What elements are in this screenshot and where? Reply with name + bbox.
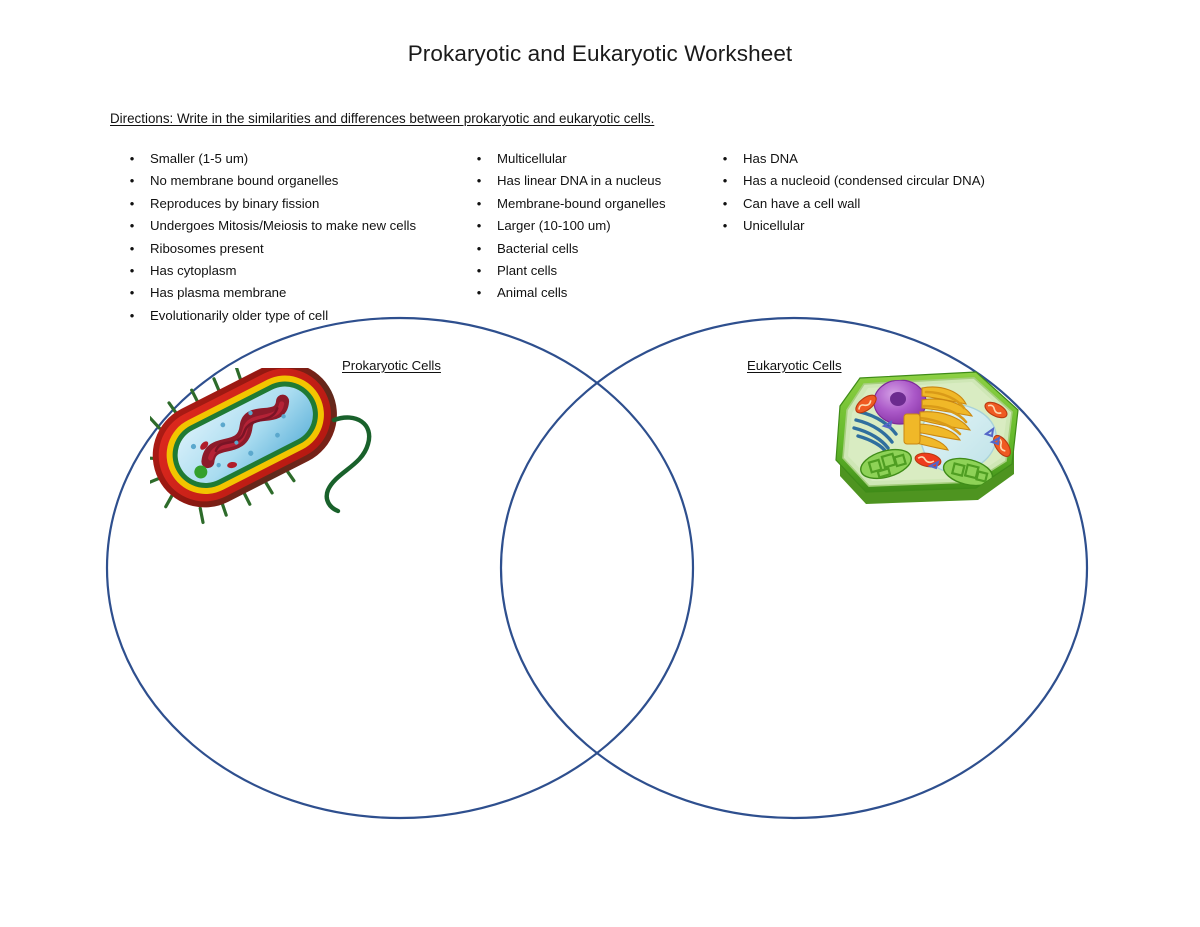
list-item: • Membrane-bound organelles	[472, 193, 712, 215]
list-item-label: Unicellular	[743, 218, 805, 234]
list-item: • Reproduces by binary fission	[125, 193, 475, 215]
list-item-label: Has plasma membrane	[150, 285, 287, 301]
chloroplast	[860, 448, 994, 487]
list-item-label: Reproduces by binary fission	[150, 195, 320, 211]
list-item: • Undergoes Mitosis/Meiosis to make new c…	[125, 215, 475, 237]
list-item-label: No membrane bound organelles	[150, 173, 339, 189]
list-item-label: Can have a cell wall	[743, 195, 861, 211]
bullet-icon: •	[129, 307, 135, 323]
bullet-icon: •	[476, 285, 482, 301]
vesicles	[881, 420, 1001, 470]
list-item: • Multicellular	[472, 148, 712, 170]
term-bank-column-2: • Multicellular • Has linear DNA in a nucle…	[472, 148, 712, 305]
term-bank-column-1: • Smaller (1-5 um) • No membrane bound orga…	[125, 148, 475, 327]
list-item: • Larger (10-100 um)	[472, 215, 712, 237]
nucleoid-icon	[201, 394, 290, 469]
bullet-icon: •	[129, 173, 135, 189]
nucleolus	[890, 392, 906, 406]
bullet-icon: •	[129, 151, 135, 166]
list-item: • Has plasma membrane	[125, 282, 475, 304]
ribosome-icon	[190, 410, 286, 479]
term-bank-column-3: • Has DNA • Has a nucleoid (condensed circu…	[718, 148, 1058, 238]
bullet-icon: •	[476, 195, 482, 211]
list-item-label: Membrane-bound organelles	[497, 195, 666, 211]
list-item: • Has a nucleoid (condensed circular DNA)	[718, 170, 1058, 192]
list-item-label: Multicellular	[497, 151, 567, 166]
list-item-label: Has DNA	[743, 151, 798, 166]
nucleus	[873, 379, 927, 425]
list-item: • No membrane bound organelles	[125, 170, 475, 192]
bullet-icon: •	[476, 151, 482, 166]
list-item-label: Has cytoplasm	[150, 262, 237, 278]
list-item-label: Larger (10-100 um)	[497, 218, 611, 234]
list-item: • Animal cells	[472, 282, 712, 304]
list-item: • Has DNA	[718, 148, 1058, 170]
list-item: • Ribosomes present	[125, 238, 475, 260]
bacterial-cell-image	[150, 368, 372, 525]
list-item-label: Plant cells	[497, 262, 558, 278]
directions-text: Directions: Write in the similarities an…	[110, 111, 655, 126]
list-item: • Plant cells	[472, 260, 712, 282]
bullet-icon: •	[476, 262, 482, 278]
list-item-label: Has a nucleoid (condensed circular DNA)	[743, 173, 985, 189]
list-item: • Smaller (1-5 um)	[125, 148, 475, 170]
rough-er	[918, 390, 968, 436]
list-item-label: Smaller (1-5 um)	[150, 151, 249, 166]
list-item: • Has cytoplasm	[125, 260, 475, 282]
list-item-label: Ribosomes present	[150, 240, 264, 256]
bullet-icon: •	[722, 218, 728, 234]
list-item-label: Animal cells	[497, 285, 568, 301]
list-item-label: Has linear DNA in a nucleus	[497, 173, 662, 189]
list-item: • Has linear DNA in a nucleus	[472, 170, 712, 192]
bullet-icon: •	[129, 218, 135, 234]
bullet-icon: •	[129, 285, 135, 301]
page-title: Prokaryotic and Eukaryotic Worksheet	[407, 41, 793, 66]
bullet-icon: •	[722, 151, 728, 166]
list-item: • Bacterial cells	[472, 238, 712, 260]
list-item-label: Bacterial cells	[497, 240, 579, 256]
bullet-icon: •	[129, 195, 135, 211]
bullet-icon: •	[129, 240, 135, 256]
bullet-icon: •	[722, 173, 728, 189]
list-item: • Unicellular	[718, 215, 1058, 237]
bullet-icon: •	[129, 262, 135, 278]
venn-label-eukaryotic: Eukaryotic Cells	[747, 358, 842, 373]
list-item-label: Evolutionarily older type of cell	[150, 307, 329, 323]
list-item: • Evolutionarily older type of cell	[125, 305, 475, 327]
bullet-icon: •	[722, 195, 728, 211]
plant-cell-image	[835, 371, 1019, 504]
bullet-icon: •	[476, 240, 482, 256]
list-item-label: Undergoes Mitosis/Meiosis to make new ce…	[150, 218, 417, 234]
list-item: • Can have a cell wall	[718, 193, 1058, 215]
flagellum-icon	[324, 415, 372, 514]
bullet-icon: •	[476, 218, 482, 234]
venn-label-prokaryotic: Prokaryotic Cells	[342, 358, 441, 373]
bullet-icon: •	[476, 173, 482, 189]
endoplasmic-reticulum	[852, 410, 898, 454]
